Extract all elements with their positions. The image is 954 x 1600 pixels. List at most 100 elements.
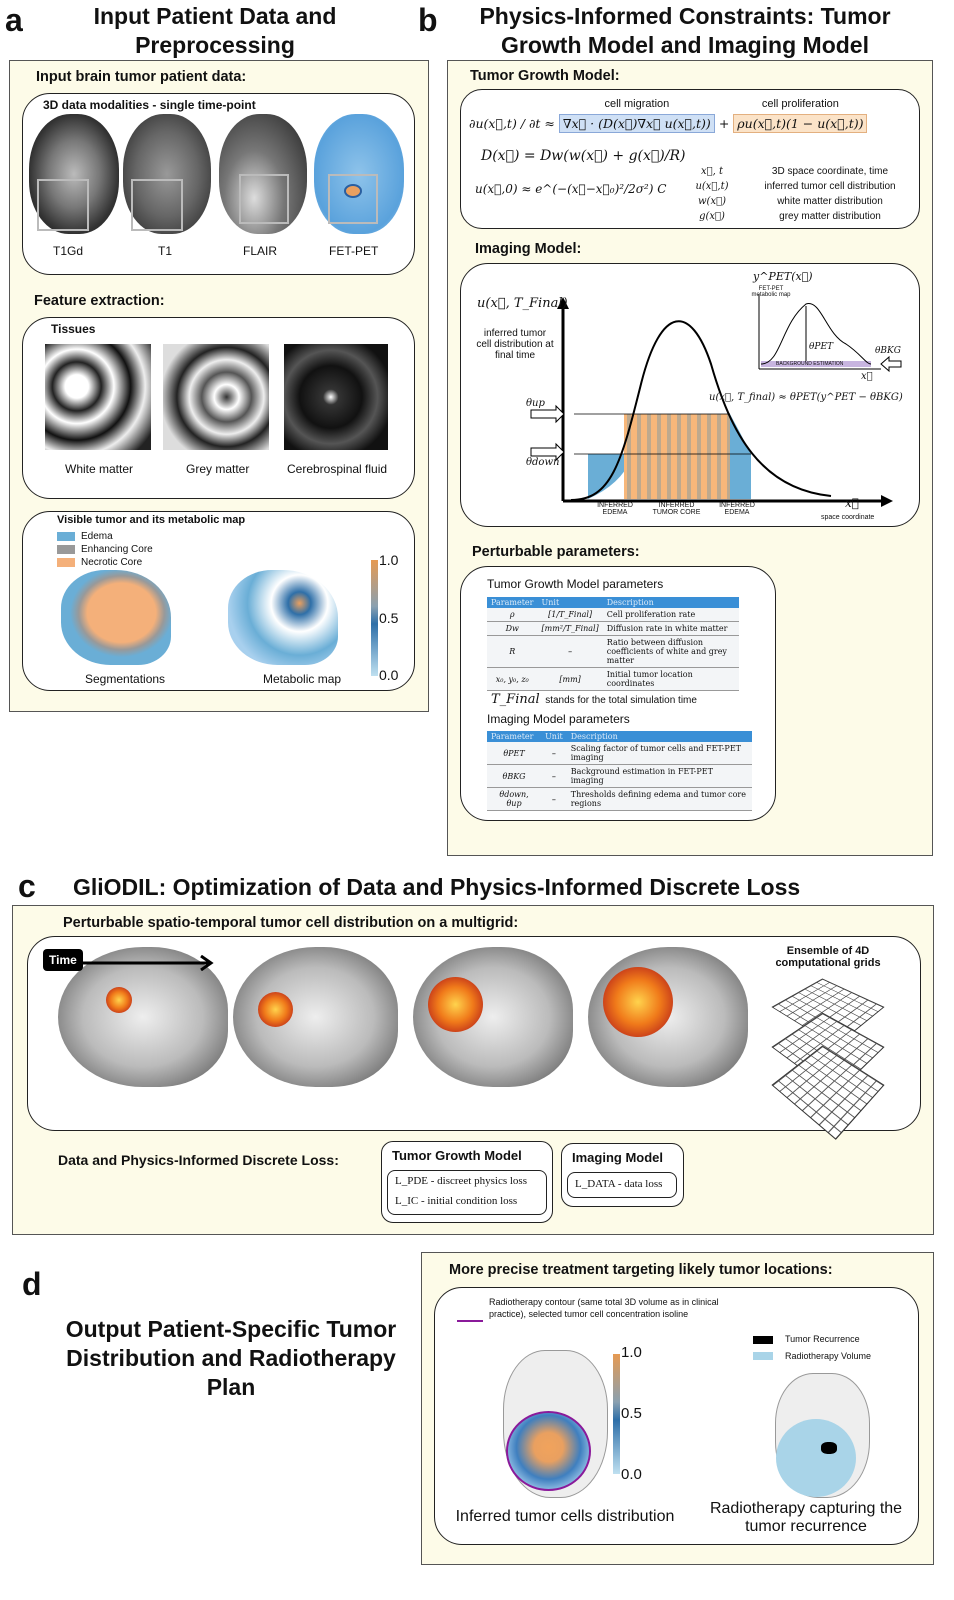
panel-d-label: d xyxy=(22,1266,42,1302)
radiotherapy-image xyxy=(775,1373,870,1498)
contour-legend-line xyxy=(457,1320,483,1322)
y-axis-label: u(x⃗, T_Final) xyxy=(477,296,568,311)
colorbar-tick: 0.5 xyxy=(379,610,399,626)
col-header: Description xyxy=(602,597,739,608)
tfinal-desc: stands for the total simulation time xyxy=(545,695,697,706)
imaging-model-box: u(x⃗, T_Final) inferred tumor cell distr… xyxy=(460,263,920,527)
colorbar-tick: 1.0 xyxy=(621,1344,642,1361)
tumor-map-title: Visible tumor and its metabolic map xyxy=(57,514,246,526)
brain-render-t1 xyxy=(58,947,228,1087)
symbol: g(x⃗) xyxy=(699,211,725,222)
tgm-loss-title: Tumor Growth Model xyxy=(392,1148,522,1163)
im-loss-title: Imaging Model xyxy=(572,1150,663,1165)
white-matter-image xyxy=(45,344,151,450)
tgm-params-title: Tumor Growth Model parameters xyxy=(487,577,664,591)
migration-label: cell migration xyxy=(604,98,670,110)
treatment-box: Radiotherapy contour (same total 3D volu… xyxy=(434,1287,919,1545)
table-cell: Diffusion rate in white matter xyxy=(602,621,739,636)
modality-label: FET-PET xyxy=(329,244,379,258)
multigrid-box: Time Ensemble of 4D computational grids xyxy=(27,936,921,1140)
table-cell: θPET xyxy=(487,742,542,765)
tfinal-note: T_Final stands for the total simulation … xyxy=(491,692,697,707)
panel-a-label: a xyxy=(5,2,23,38)
table-cell: Scaling factor of tumor cells and FET-PE… xyxy=(566,742,752,765)
col-header: Parameter xyxy=(487,597,538,608)
panel-b: Tumor Growth Model: ∂u(x⃗,t) / ∂t ≈ cell… xyxy=(447,60,933,856)
symbol-desc: white matter distribution xyxy=(777,196,883,207)
table-cell: θdown, θup xyxy=(487,787,542,811)
colorbar-tick: 1.0 xyxy=(379,552,399,568)
table-row: ρ[1/T_Final]Cell proliferation rate xyxy=(487,608,739,622)
table-cell: θBKG xyxy=(487,764,542,788)
background-estimation-label: BACKGROUND ESTIMATION xyxy=(776,361,844,367)
colorbar-tick: 0.0 xyxy=(621,1466,642,1483)
symbol: w(x⃗) xyxy=(697,196,726,207)
region-label: INFERRED EDEMA xyxy=(597,502,633,516)
inferred-distribution-image xyxy=(503,1350,608,1498)
table-cell: ρ xyxy=(487,608,538,622)
csf-image xyxy=(284,344,388,450)
l-ic-item: L_IC - initial condition loss xyxy=(395,1195,518,1207)
metabolic-map-image xyxy=(228,570,338,665)
colorbar xyxy=(371,560,378,676)
t1gd-image xyxy=(29,114,119,234)
growth-model-title: Tumor Growth Model: xyxy=(470,68,620,84)
modality-label: FLAIR xyxy=(243,244,278,258)
theta-down-arrow xyxy=(530,442,565,462)
theta-bkg-label: θBKG xyxy=(875,346,901,356)
table-row: Dw[mm²/T_Final]Diffusion rate in white m… xyxy=(487,621,739,636)
grey-matter-image xyxy=(163,344,269,450)
symbol-desc: 3D space coordinate, time xyxy=(771,166,889,177)
imaging-equation: u(x⃗, T_final) ≈ θPET(y^PET − θBKG) xyxy=(709,392,903,403)
legend-swatch-recurrence xyxy=(753,1336,773,1344)
tgm-loss-list: L_PDE - discreet physics loss L_IC - ini… xyxy=(387,1170,547,1215)
x-axis-label: x⃗ xyxy=(845,496,859,510)
table-cell: – xyxy=(541,764,567,788)
fet-pet-image xyxy=(314,114,404,234)
theta-pet-label: θPET xyxy=(809,342,834,352)
legend-swatch-radiotherapy xyxy=(753,1352,773,1360)
legend-label: Enhancing Core xyxy=(81,544,153,555)
panel-c-label: c xyxy=(18,868,36,904)
flair-image xyxy=(219,114,307,234)
equation-plus: + xyxy=(718,116,730,131)
modalities-box: 3D data modalities - single time-point T… xyxy=(22,93,415,275)
segmentation-image xyxy=(61,570,171,665)
panel-c-title: GliODIL: Optimization of Data and Physic… xyxy=(73,874,801,900)
equation-migration-box: cell migration∇x⃗ · (D(x⃗)∇x⃗ u(x⃗,t)) xyxy=(558,98,715,133)
region-label: INFERRED TUMOR CORE xyxy=(652,502,701,516)
table-row: θBKG–Background estimation in FET-PET im… xyxy=(487,764,752,788)
panel-b-label: b xyxy=(418,2,438,38)
section-input-data: Input brain tumor patient data: xyxy=(36,69,247,85)
contour-legend-text: Radiotherapy contour (same total 3D volu… xyxy=(489,1297,719,1319)
equation-proliferation-term: ρu(x⃗,t)(1 − u(x⃗,t)) xyxy=(737,116,864,131)
imaging-model-title: Imaging Model: xyxy=(475,241,582,257)
loss-title: Data and Physics-Informed Discrete Loss: xyxy=(58,1152,339,1168)
brain-render-t4 xyxy=(588,947,748,1087)
radiotherapy-caption: Radiotherapy capturing the tumor recurre… xyxy=(709,1500,903,1535)
table-cell: [mm²/T_Final] xyxy=(537,621,603,636)
table-cell: Cell proliferation rate xyxy=(602,608,739,622)
colorbar-tick: 0.5 xyxy=(621,1405,642,1422)
table-cell: Initial tumor location coordinates xyxy=(602,667,739,691)
edema-left-region xyxy=(588,454,631,499)
im-params-title: Imaging Model parameters xyxy=(487,712,630,726)
col-header: Parameter xyxy=(487,731,542,742)
table-cell: Dw xyxy=(487,621,538,636)
im-loss-box: Imaging Model L_DATA - data loss xyxy=(561,1143,684,1207)
table-row: x₀, y₀, z₀[mm]Initial tumor location coo… xyxy=(487,667,739,691)
imaging-model-plot xyxy=(530,294,902,507)
growth-equation: ∂u(x⃗,t) / ∂t ≈ cell migration∇x⃗ · (D(x… xyxy=(469,98,868,133)
params-title: Perturbable parameters: xyxy=(472,544,640,560)
modalities-title: 3D data modalities - single time-point xyxy=(43,98,256,112)
table-cell: Ratio between diffusion coefficients of … xyxy=(602,635,739,668)
table-cell: x₀, y₀, z₀ xyxy=(487,667,538,691)
inset-x-label: x⃗ xyxy=(861,371,873,382)
legend-label: Radiotherapy Volume xyxy=(785,1351,872,1361)
tumor-core-region xyxy=(624,414,730,499)
section-feature-extraction: Feature extraction: xyxy=(34,293,165,309)
time-arrow-icon xyxy=(83,955,214,971)
im-loss-list: L_DATA - data loss xyxy=(567,1172,677,1198)
col-header: Description xyxy=(566,731,752,742)
